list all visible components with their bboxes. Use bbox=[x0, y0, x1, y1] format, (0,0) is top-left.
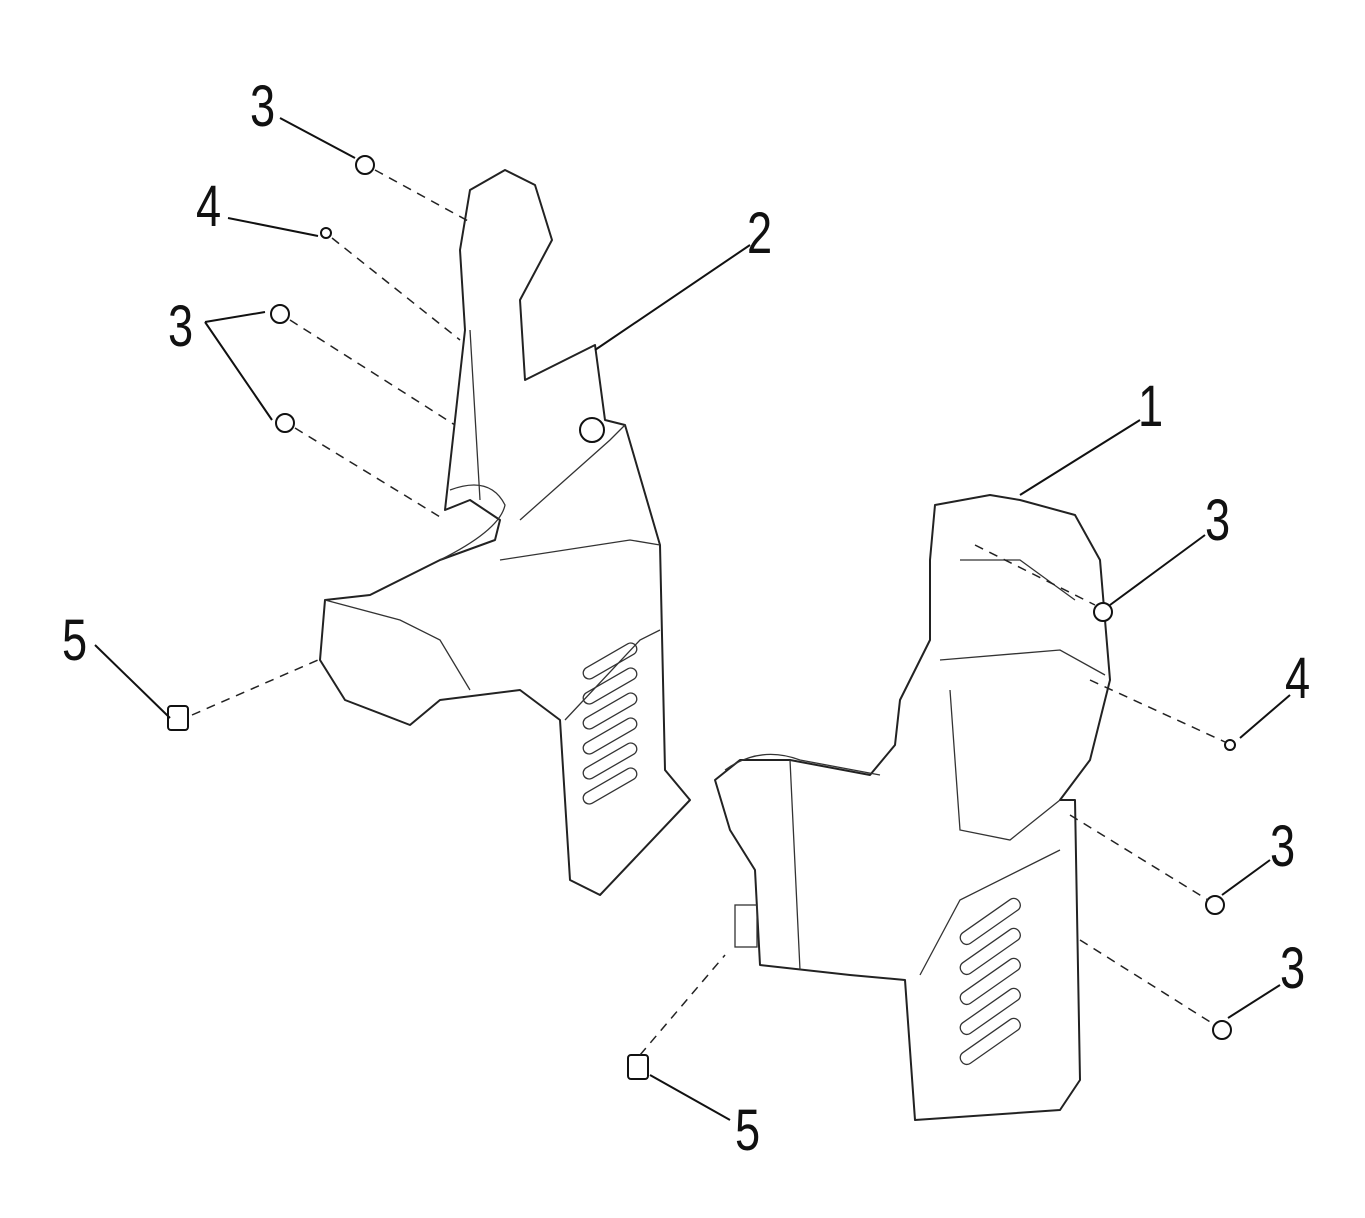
callout-3-lower-right: 3 bbox=[1270, 814, 1296, 879]
assembly-dashed-lines bbox=[191, 169, 1226, 1056]
callout-3-left: 3 bbox=[168, 294, 194, 359]
callout-5-bottom: 5 bbox=[735, 1098, 761, 1163]
callout-3-right: 3 bbox=[1205, 488, 1231, 553]
callout-4-right: 4 bbox=[1285, 646, 1311, 711]
callout-4-left: 4 bbox=[196, 174, 222, 239]
callout-5-left: 5 bbox=[62, 608, 88, 673]
callout-3-top: 3 bbox=[250, 74, 276, 139]
part-1-right-panel bbox=[714, 494, 1111, 1121]
callout-leaders bbox=[94, 117, 1291, 1121]
fastener-clips bbox=[167, 155, 1236, 1080]
callout-2: 2 bbox=[747, 201, 773, 266]
part-2-left-panel bbox=[319, 169, 691, 896]
callout-3-bottom-right: 3 bbox=[1280, 936, 1306, 1001]
callout-1: 1 bbox=[1138, 374, 1164, 439]
